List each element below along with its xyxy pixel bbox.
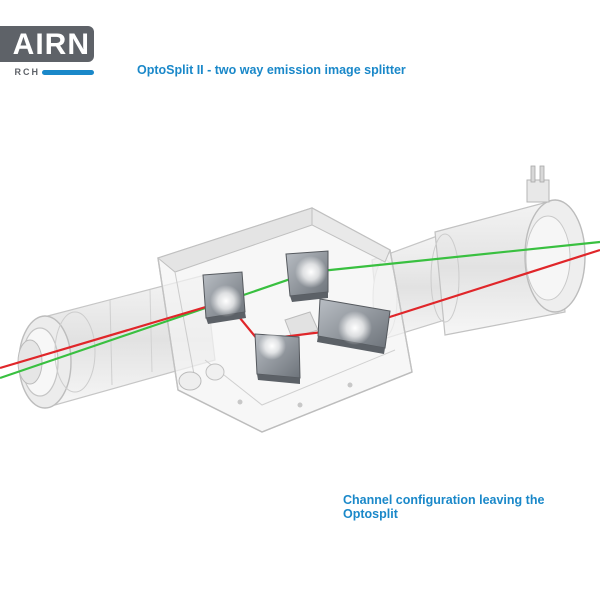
green-beam [0, 240, 600, 380]
logo-text: AIRN [12, 28, 90, 61]
right-tube [371, 165, 586, 341]
splitter-housing [156, 207, 413, 433]
logo-subtext: RCH [14, 67, 40, 77]
logo-underline [42, 70, 94, 75]
cairn-logo: AIRN RCH [0, 22, 100, 80]
page-title: OptoSplit II - two way emission image sp… [137, 63, 406, 77]
logo-badge [0, 26, 94, 62]
figure-caption: Channel configuration leaving the Optosp… [343, 493, 545, 521]
reflection-glows [210, 256, 372, 360]
